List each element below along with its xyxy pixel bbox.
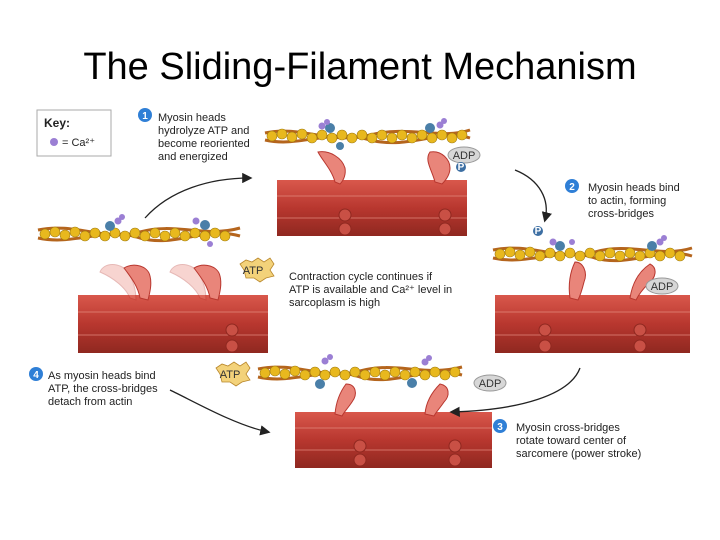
- myosin-head: [334, 383, 356, 417]
- step-3-callout: 3 Myosin cross-bridges rotate toward cen…: [493, 419, 641, 460]
- myosin-head: [317, 151, 346, 185]
- step-1-badge: [138, 108, 152, 122]
- center-note-line-1: Contraction cycle continues if: [289, 271, 433, 283]
- step-4-badge: [29, 367, 43, 381]
- myosin-head: [427, 151, 451, 185]
- center-note-line-2: ATP is available and Ca²⁺ level in: [289, 284, 452, 296]
- arrow-4-to-1: [144, 172, 253, 219]
- arrow-2-to-3: [449, 367, 581, 417]
- step-2-number: 2: [569, 182, 575, 193]
- adp-label: ADP: [651, 281, 674, 293]
- myosin-head: [123, 264, 152, 301]
- adp-label: ADP: [479, 378, 502, 390]
- adp-label: ADP: [453, 150, 476, 162]
- step-4-callout: 4 As myosin heads bind ATP, the cross-br…: [29, 367, 158, 408]
- step-3-line-3: sarcomere (power stroke): [516, 448, 641, 460]
- key-box: Key: = Ca²⁺: [36, 109, 112, 157]
- myosin-thick-filament: [495, 295, 690, 353]
- step-1-callout: 1 Myosin heads hydrolyze ATP and become …: [138, 108, 250, 163]
- myosin-head: [629, 263, 656, 301]
- step-2-callout: 2 Myosin heads bind to actin, forming cr…: [565, 179, 680, 220]
- step-4-line-2: ATP, the cross-bridges: [48, 383, 158, 395]
- step-2-line-2: to actin, forming: [588, 195, 666, 207]
- step-3-line-2: rotate toward center of: [516, 435, 627, 447]
- myosin-head: [568, 261, 586, 301]
- actin-thin-filament: [264, 118, 471, 150]
- step-3-line-1: Myosin cross-bridges: [516, 422, 620, 434]
- step-4-illustration: ATP ATP: [37, 214, 275, 387]
- phosphate-label: P: [458, 162, 465, 173]
- step-2-line-1: Myosin heads bind: [588, 182, 680, 194]
- step-3-illustration: ADP: [257, 354, 507, 468]
- step-1-number: 1: [142, 111, 148, 122]
- myosin-thick-filament: [295, 412, 492, 468]
- myosin-head: [193, 264, 222, 301]
- atp-label: ATP: [220, 369, 241, 381]
- step-2-line-3: cross-bridges: [588, 208, 655, 220]
- step-1-line-3: become reoriented: [158, 138, 250, 150]
- step-3-number: 3: [497, 422, 503, 433]
- step-3-badge: [493, 419, 507, 433]
- actin-thin-filament: [37, 214, 241, 247]
- step-1-line-4: and energized: [158, 151, 228, 163]
- atp-label: ATP: [243, 265, 264, 277]
- cycle-arrows: [144, 169, 581, 436]
- step-4-line-3: detach from actin: [48, 396, 132, 408]
- step-2-badge: [565, 179, 579, 193]
- step-4-number: 4: [33, 370, 39, 381]
- step-4-line-1: As myosin heads bind: [48, 370, 156, 382]
- center-note-line-3: sarcoplasm is high: [289, 297, 380, 309]
- phosphate-label: P: [535, 226, 542, 237]
- actin-thin-filament: [492, 235, 693, 263]
- arrow-1-to-2: [514, 169, 552, 223]
- slide-title: The Sliding-Filament Mechanism: [83, 46, 637, 88]
- step-2-illustration: ADP P: [492, 226, 693, 353]
- center-note: Contraction cycle continues if ATP is av…: [289, 271, 452, 309]
- myosin-head: [424, 383, 449, 417]
- arrow-3-to-4: [169, 389, 271, 436]
- key-entry: = Ca²⁺: [62, 137, 95, 149]
- actin-thin-filament: [257, 354, 463, 389]
- key-heading: Key:: [44, 116, 70, 130]
- myosin-thick-filament: [78, 295, 268, 353]
- step-1-illustration: ADP P: [264, 118, 481, 236]
- myosin-thick-filament: [277, 180, 467, 236]
- step-1-line-1: Myosin heads: [158, 112, 226, 124]
- calcium-ion-icon: [50, 138, 58, 146]
- step-1-line-2: hydrolyze ATP and: [158, 125, 249, 137]
